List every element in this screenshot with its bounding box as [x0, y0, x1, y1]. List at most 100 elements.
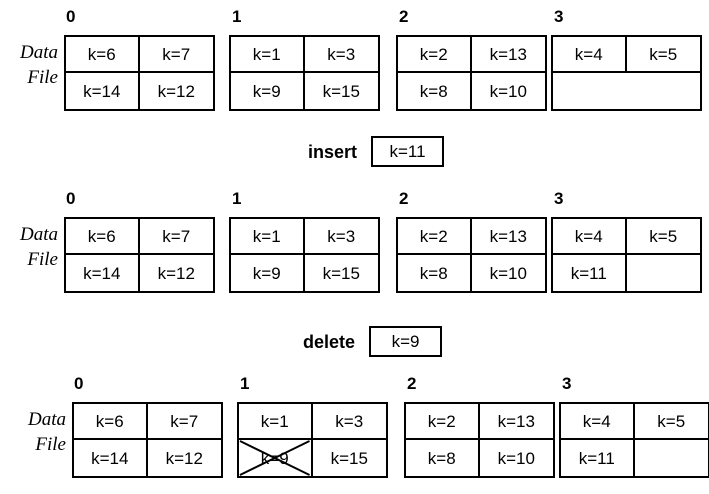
bucket-cell: k=8	[398, 73, 472, 109]
bucket-cell: k=10	[497, 448, 535, 468]
bucket-cell: k=14	[66, 73, 140, 109]
op-insert-key-box: k=11	[371, 136, 445, 167]
bucket-label-2: 2	[399, 7, 409, 26]
bucket-cell: k=9	[231, 73, 305, 109]
bucket-cell: k=13	[489, 226, 527, 246]
caption-line-file: File	[35, 434, 66, 455]
bucket-0: k=6 k=7 k=14 k=12	[72, 402, 223, 478]
bucket-cell: k=14	[74, 440, 148, 476]
bucket-cell: k=12	[157, 263, 195, 283]
bucket-cell-deleted: k=9	[239, 440, 313, 476]
bucket-3: k=4 k=5 k=11	[559, 402, 709, 478]
bucket-cell: k=4	[553, 219, 627, 253]
bucket-label-2: 2	[399, 189, 409, 208]
caption-line-data: Data	[20, 42, 58, 63]
data-file-caption-after-delete: Data File	[8, 407, 66, 457]
bucket-cell: k=7	[162, 44, 191, 64]
bucket-row-bottom: k=14 k=12	[66, 255, 213, 291]
bucket-row-bottom: k=11	[553, 255, 700, 291]
bucket-row-bottom: k=8 k=10	[398, 73, 545, 109]
bucket-row-top: k=2 k=13	[406, 404, 553, 440]
bucket-cell: k=15	[330, 448, 368, 468]
bucket-label-3: 3	[562, 374, 572, 393]
bucket-row-top: k=6 k=7	[66, 219, 213, 255]
bucket-cell: k=3	[327, 226, 356, 246]
bucket-cell: k=10	[489, 81, 527, 101]
bucket-row-top: k=2 k=13	[398, 37, 545, 73]
caption-line-data: Data	[20, 224, 58, 245]
bucket-cell: k=1	[231, 37, 305, 71]
bucket-cell-label: k=9	[260, 448, 289, 468]
bucket-row-top: k=2 k=13	[398, 219, 545, 255]
bucket-row-bottom: k=8 k=10	[406, 440, 553, 476]
bucket-1: k=1 k=3 k=9 k=15	[229, 35, 380, 111]
bucket-label-3: 3	[554, 7, 564, 26]
bucket-row-bottom: k=9 k=15	[239, 440, 386, 476]
bucket-cell: k=6	[74, 404, 148, 438]
bucket-row-bottom: k=14 k=12	[66, 73, 213, 109]
bucket-cell: k=5	[649, 44, 678, 64]
bucket-cell: k=5	[649, 226, 678, 246]
bucket-cell: k=1	[239, 404, 313, 438]
bucket-label-0: 0	[66, 189, 76, 208]
bucket-cell: k=4	[561, 404, 635, 438]
bucket-cell: k=2	[398, 37, 472, 71]
bucket-cell: k=14	[66, 255, 140, 291]
bucket-row-top: k=1 k=3	[239, 404, 386, 440]
op-insert-label: insert	[308, 141, 358, 162]
bucket-cell: k=2	[398, 219, 472, 253]
caption-line-data: Data	[28, 409, 66, 430]
bucket-row-bottom: k=9 k=15	[231, 255, 378, 291]
bucket-2: k=2 k=13 k=8 k=10	[404, 402, 555, 478]
bucket-cell: k=8	[406, 440, 480, 476]
bucket-cell: k=7	[162, 226, 191, 246]
bucket-cell-empty	[627, 255, 701, 291]
bucket-3: k=4 k=5 k=11	[551, 217, 702, 293]
bucket-row-bottom: k=9 k=15	[231, 73, 378, 109]
bucket-cell: k=10	[489, 263, 527, 283]
op-delete-label: delete	[303, 331, 356, 352]
bucket-row-bottom: k=14 k=12	[74, 440, 221, 476]
caption-line-file: File	[27, 249, 58, 270]
bucket-row-top: k=4 k=5	[561, 404, 708, 440]
bucket-cell: k=9	[231, 255, 305, 291]
bucket-cell: k=3	[327, 44, 356, 64]
bucket-1: k=1 k=3 k=9 k=15	[229, 217, 380, 293]
bucket-row-top: k=4 k=5	[553, 37, 700, 73]
op-insert: insert k=11	[308, 136, 445, 167]
bucket-label-0: 0	[66, 7, 76, 26]
bucket-label-1: 1	[232, 189, 242, 208]
bucket-label-1: 1	[240, 374, 250, 393]
bucket-cell: k=11	[553, 255, 627, 291]
bucket-row-top: k=1 k=3	[231, 37, 378, 73]
bucket-0: k=6 k=7 k=14 k=12	[64, 35, 215, 111]
bucket-cell: k=12	[157, 81, 195, 101]
caption-line-file: File	[27, 67, 58, 88]
bucket-row-bottom	[553, 73, 700, 109]
bucket-label-2: 2	[407, 374, 417, 393]
bucket-cell: k=8	[398, 255, 472, 291]
bucket-cell: k=13	[497, 411, 535, 431]
bucket-row-top: k=4 k=5	[553, 219, 700, 255]
bucket-2: k=2 k=13 k=8 k=10	[396, 35, 547, 111]
bucket-cell: k=6	[66, 37, 140, 71]
bucket-cell: k=4	[553, 37, 627, 71]
bucket-label-3: 3	[554, 189, 564, 208]
bucket-0: k=6 k=7 k=14 k=12	[64, 217, 215, 293]
op-delete-key-box: k=9	[369, 326, 443, 357]
bucket-cell-empty	[635, 440, 709, 476]
bucket-label-0: 0	[74, 374, 84, 393]
bucket-cell: k=15	[322, 263, 360, 283]
bucket-2: k=2 k=13 k=8 k=10	[396, 217, 547, 293]
bucket-row-top: k=6 k=7	[66, 37, 213, 73]
bucket-row-top: k=1 k=3	[231, 219, 378, 255]
bucket-cell: k=6	[66, 219, 140, 253]
bucket-cell: k=2	[406, 404, 480, 438]
op-delete: delete k=9	[303, 326, 443, 357]
bucket-cell: k=12	[165, 448, 203, 468]
bucket-label-1: 1	[232, 7, 242, 26]
bucket-cell: k=3	[335, 411, 364, 431]
bucket-cell: k=5	[657, 411, 686, 431]
bucket-cell: k=7	[170, 411, 199, 431]
